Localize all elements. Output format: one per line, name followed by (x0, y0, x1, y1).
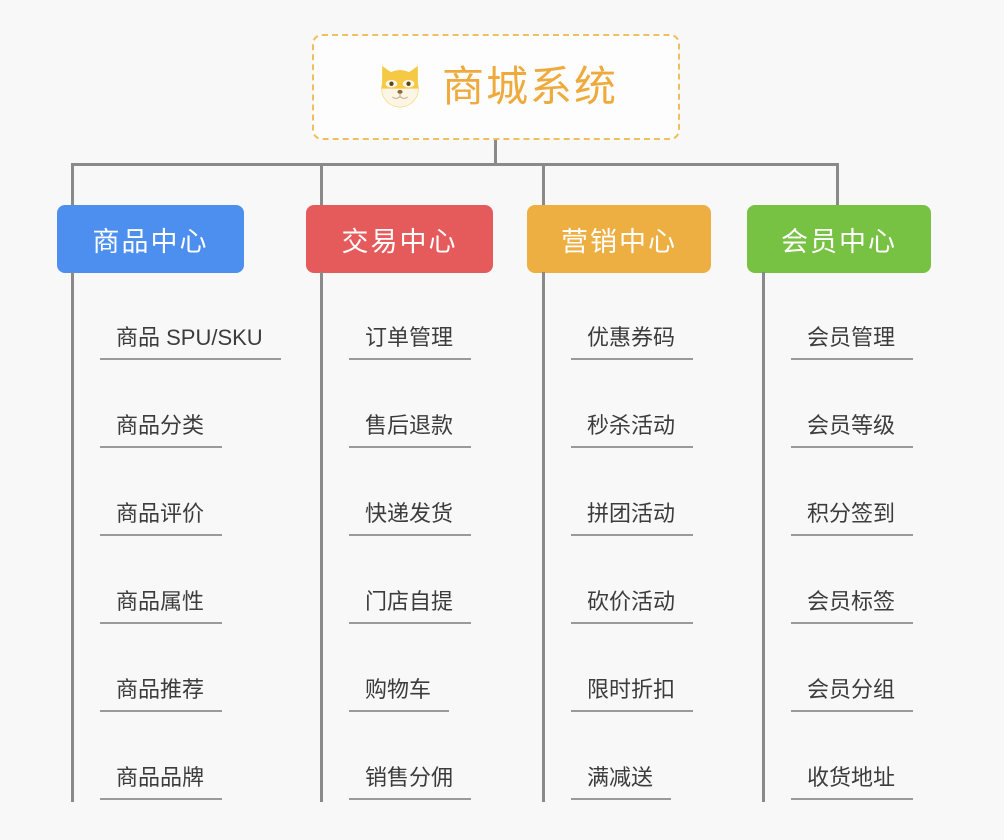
leaf-item[interactable]: 商品评价 (71, 448, 281, 536)
leaf-label: 销售分佣 (349, 767, 472, 800)
category-box-member-center[interactable]: 会员中心 (747, 205, 931, 273)
leaf-item[interactable]: 商品推荐 (71, 624, 281, 712)
leaf-item[interactable]: 售后退款 (320, 360, 472, 448)
connector-drop-trade-center (320, 163, 323, 205)
leaf-label: 商品属性 (100, 591, 223, 624)
leaf-label: 商品分类 (100, 415, 223, 448)
category-box-trade-center[interactable]: 交易中心 (306, 205, 493, 273)
leaf-label: 商品推荐 (100, 679, 223, 712)
connector-drop-member-center (836, 163, 839, 205)
category-label-member-center: 会员中心 (781, 226, 897, 257)
leaf-column-trade-center: 订单管理 售后退款 快递发货 门店自提 购物车 销售分佣 (320, 272, 472, 802)
leaf-item[interactable]: 满减送 (542, 712, 693, 800)
leaf-item[interactable]: 会员管理 (762, 272, 914, 360)
leaf-item[interactable]: 商品品牌 (71, 712, 281, 800)
leaf-item[interactable]: 砍价活动 (542, 536, 694, 624)
leaf-label: 砍价活动 (571, 591, 694, 624)
leaf-label: 秒杀活动 (571, 415, 694, 448)
leaf-label: 会员等级 (791, 415, 914, 448)
leaf-label: 商品 SPU/SKU (100, 327, 281, 360)
connector-root-stem (494, 140, 497, 165)
leaf-spine-product-center (71, 272, 74, 802)
leaf-label: 快递发货 (349, 503, 472, 536)
leaf-label: 会员管理 (791, 327, 914, 360)
connector-drop-marketing-center (542, 163, 545, 205)
leaf-label: 拼团活动 (571, 503, 694, 536)
leaf-column-member-center: 会员管理 会员等级 积分签到 会员标签 会员分组 收货地址 (762, 272, 914, 802)
category-label-trade-center: 交易中心 (341, 226, 458, 257)
leaf-label: 积分签到 (791, 503, 914, 536)
leaf-item[interactable]: 限时折扣 (542, 624, 694, 712)
leaf-label: 订单管理 (349, 327, 472, 360)
root-node-mall-system[interactable]: 商城系统 (312, 34, 680, 140)
category-label-product-center: 商品中心 (92, 226, 209, 257)
leaf-item[interactable]: 商品 SPU/SKU (71, 272, 281, 360)
leaf-item[interactable]: 购物车 (320, 624, 471, 712)
leaf-spine-trade-center (320, 272, 323, 802)
leaf-label: 优惠券码 (571, 327, 694, 360)
leaf-item[interactable]: 商品分类 (71, 360, 281, 448)
leaf-item[interactable]: 拼团活动 (542, 448, 694, 536)
leaf-label: 购物车 (349, 679, 450, 712)
leaf-label: 商品评价 (100, 503, 223, 536)
leaf-label: 会员标签 (791, 591, 914, 624)
connector-drop-product-center (71, 163, 74, 205)
category-box-marketing-center[interactable]: 营销中心 (527, 205, 711, 273)
leaf-label: 会员分组 (791, 679, 914, 712)
leaf-column-marketing-center: 优惠券码 秒杀活动 拼团活动 砍价活动 限时折扣 满减送 (542, 272, 694, 802)
leaf-item[interactable]: 会员等级 (762, 360, 914, 448)
leaf-item[interactable]: 秒杀活动 (542, 360, 694, 448)
leaf-label: 商品品牌 (100, 767, 223, 800)
leaf-item[interactable]: 商品属性 (71, 536, 281, 624)
root-title: 商城系统 (441, 63, 618, 110)
connector-horizontal-bus (71, 163, 838, 166)
leaf-item[interactable]: 收货地址 (762, 712, 914, 800)
leaf-item[interactable]: 会员分组 (762, 624, 914, 712)
leaf-spine-member-center (762, 272, 765, 802)
leaf-label: 售后退款 (349, 415, 472, 448)
category-box-product-center[interactable]: 商品中心 (57, 205, 244, 273)
shiba-dog-face-icon (374, 61, 426, 113)
leaf-label: 收货地址 (791, 767, 914, 800)
leaf-item[interactable]: 会员标签 (762, 536, 914, 624)
leaf-item[interactable]: 门店自提 (320, 536, 472, 624)
leaf-item[interactable]: 订单管理 (320, 272, 472, 360)
leaf-item[interactable]: 快递发货 (320, 448, 472, 536)
leaf-column-product-center: 商品 SPU/SKU 商品分类 商品评价 商品属性 商品推荐 商品品牌 (71, 272, 281, 802)
leaf-spine-marketing-center (542, 272, 545, 802)
leaf-item[interactable]: 积分签到 (762, 448, 914, 536)
leaf-item[interactable]: 销售分佣 (320, 712, 472, 800)
leaf-item[interactable]: 优惠券码 (542, 272, 694, 360)
leaf-label: 门店自提 (349, 591, 472, 624)
leaf-label: 满减送 (571, 767, 672, 800)
category-label-marketing-center: 营销中心 (561, 226, 677, 257)
leaf-label: 限时折扣 (571, 679, 694, 712)
